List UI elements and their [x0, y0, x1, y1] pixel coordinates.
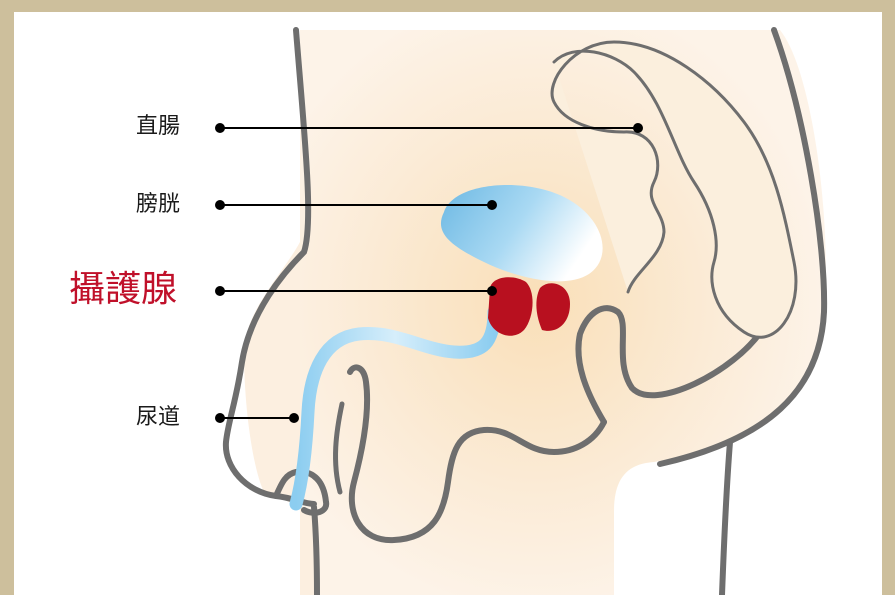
urethra-label: 尿道: [136, 404, 180, 432]
back-leg-outline: [722, 442, 730, 595]
bladder-label: 膀胱: [136, 191, 180, 219]
prostate-organ: [488, 277, 533, 336]
rectum-label: 直腸: [136, 113, 180, 141]
thigh-outline: [314, 507, 317, 595]
prostate-label: 攝護腺: [69, 270, 177, 310]
diagram-frame: 直腸 膀胱 攝護腺 尿道: [14, 12, 882, 595]
